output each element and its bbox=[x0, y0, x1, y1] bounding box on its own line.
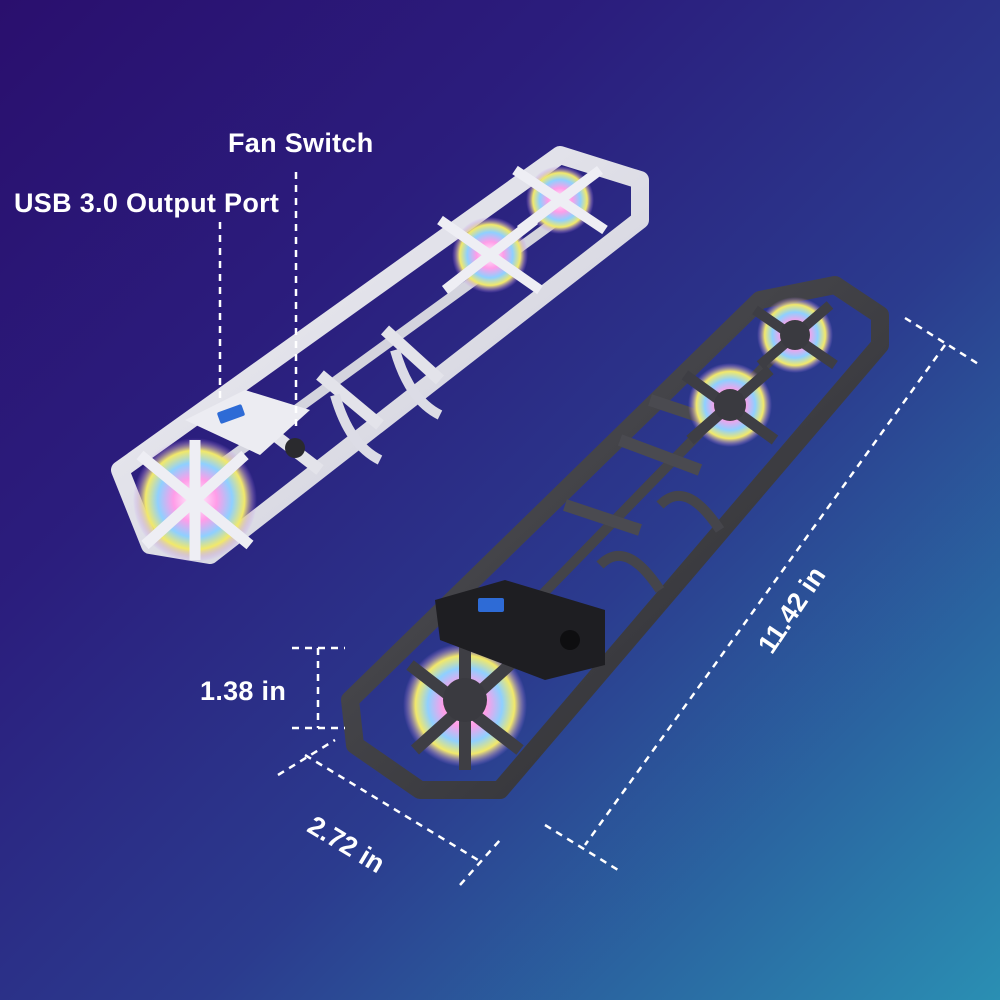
fan-switch-icon bbox=[560, 630, 580, 650]
fan-icon bbox=[437, 215, 543, 295]
white-cooling-stand bbox=[111, 146, 649, 564]
usb-port-icon bbox=[478, 598, 504, 612]
fan-switch-label: Fan Switch bbox=[228, 128, 374, 158]
usb-port-icon bbox=[217, 404, 245, 424]
fan-switch-icon bbox=[285, 438, 305, 458]
height-dimension-label: 1.38 in bbox=[200, 676, 287, 706]
callout-lines bbox=[218, 172, 981, 886]
fan-icon bbox=[681, 363, 779, 447]
fan-icon bbox=[403, 640, 527, 770]
fan-icon bbox=[512, 165, 608, 235]
fan-icon bbox=[752, 297, 838, 373]
fan-icon bbox=[133, 438, 257, 562]
black-cooling-stand bbox=[341, 276, 889, 799]
usb-port-label: USB 3.0 Output Port bbox=[14, 188, 280, 218]
